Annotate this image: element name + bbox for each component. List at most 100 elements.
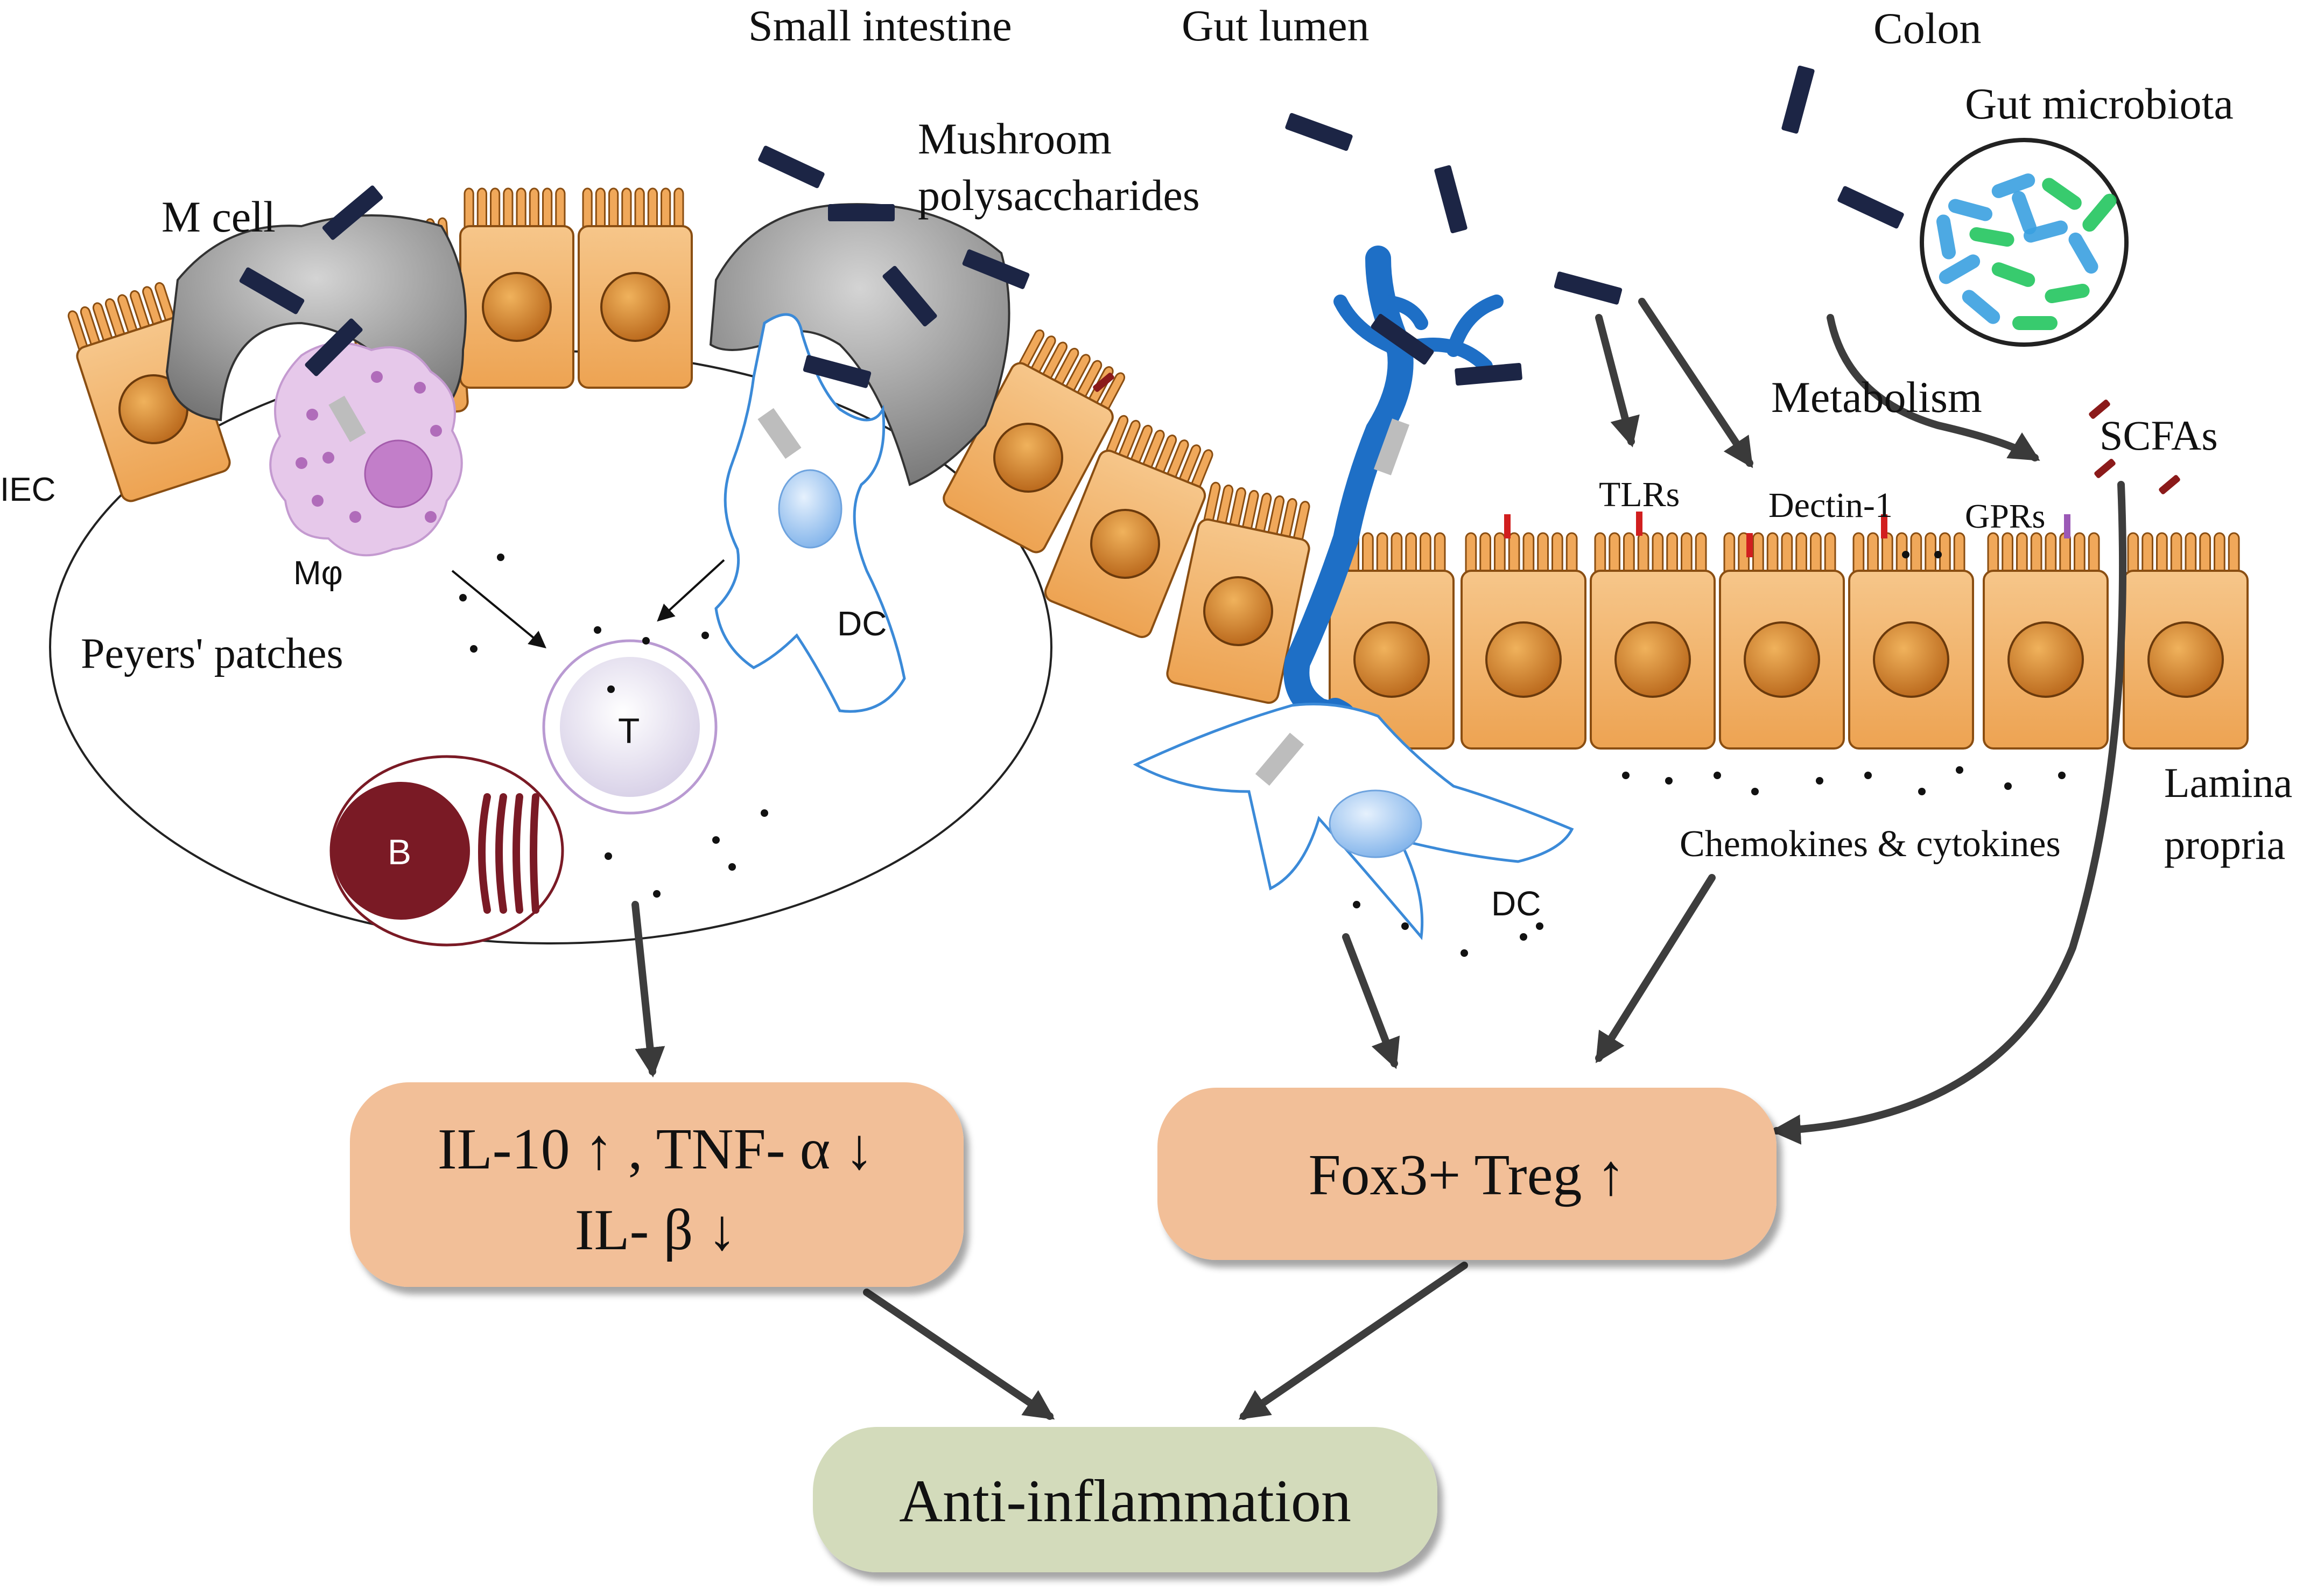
arrow-chemokines-to-treg: [1595, 874, 1716, 1063]
label-dc-right: DC: [1491, 884, 1541, 923]
granule: [371, 371, 383, 383]
label-polysaccharides: polysaccharides: [918, 171, 1200, 220]
polysaccharide-rod: [828, 204, 895, 221]
microbe: [1969, 227, 2014, 247]
signal-dot: [1665, 777, 1673, 785]
er-line: [478, 793, 491, 914]
signal-dot: [1622, 772, 1630, 779]
receptor: [1746, 533, 1753, 557]
polysaccharide-rod: [1554, 271, 1623, 305]
signal-dot: [470, 645, 478, 653]
epithelial-cell: [1719, 532, 1845, 750]
signal-dot: [1934, 551, 1942, 558]
granule: [430, 425, 442, 437]
label-peyers-patches: Peyers' patches: [81, 630, 343, 677]
microbe: [2023, 220, 2068, 243]
scfa-molecule: [2094, 459, 2116, 478]
label-gprs: GPRs: [1965, 497, 2045, 535]
label-colon: Colon: [1873, 4, 1981, 53]
epithelial-cell: [459, 187, 574, 389]
polysaccharide-rod: [1285, 113, 1353, 151]
signal-dot: [1461, 949, 1468, 957]
scfa-molecule: [1093, 373, 1114, 392]
signal-dot: [761, 809, 768, 817]
label-chemokines: Chemokines & cytokines: [1680, 823, 2061, 865]
label-gut-lumen: Gut lumen: [1182, 1, 1369, 50]
signal-dot: [1816, 777, 1823, 785]
polysaccharide-rod: [1371, 313, 1434, 365]
arrow-treg-to-outcome: [1238, 1262, 1468, 1420]
granule: [306, 409, 318, 421]
label-macrophage: Mφ: [293, 555, 343, 592]
label-small-intestine: Small intestine: [748, 1, 1012, 50]
epithelial-cell: [67, 282, 231, 502]
microbe: [2082, 193, 2117, 232]
outcome-box: [813, 1427, 1437, 1572]
er-line: [512, 793, 523, 914]
label-iec: IEC: [0, 471, 55, 508]
microbe: [2045, 283, 2090, 304]
label-metabolism: Metabolism: [1771, 373, 1982, 422]
signal-dot: [1864, 772, 1872, 779]
label-m-cell: M cell: [162, 192, 276, 241]
signal-dot: [1520, 933, 1527, 941]
flow-arrows: [631, 298, 2127, 1420]
dendritic-cell-left: [714, 313, 906, 713]
arrow-peyers-to-cytokines: [631, 901, 665, 1078]
mushroom-polysaccharide-rods: [239, 65, 1904, 388]
signal-dot: [653, 890, 661, 898]
signal-dot: [605, 852, 612, 860]
signal-dot: [1536, 922, 1543, 930]
receptor: [2064, 514, 2070, 538]
label-scfas: SCFAs: [2100, 412, 2218, 459]
receptor: [1881, 514, 1887, 538]
scfa-molecule: [2159, 475, 2180, 494]
epithelial-cell: [943, 329, 1126, 554]
cytokine-box-line1: IL-10 ↑ , TNF- α ↓: [438, 1117, 874, 1181]
signal-dot: [1353, 901, 1360, 908]
microbe: [2012, 191, 2037, 235]
polysaccharide-rod: [803, 355, 872, 388]
signal-dot: [1751, 788, 1759, 795]
label-dc-left: DC: [837, 604, 887, 643]
signal-dot: [2058, 772, 2066, 779]
treg-box: [1157, 1088, 1777, 1260]
epithelial-cell: [1044, 415, 1213, 638]
epithelial-cell: [1983, 532, 2109, 750]
signal-dot: [2004, 782, 2012, 790]
polysaccharide-rod: [882, 265, 937, 327]
microbe: [1991, 262, 2035, 287]
label-tlrs: TLRs: [1599, 475, 1680, 514]
signal-dot: [1714, 772, 1721, 779]
signal-dot: [642, 637, 650, 645]
microbe: [1991, 173, 2035, 198]
arrow-to-tlrs: [1595, 314, 1640, 447]
signal-dot: [1918, 788, 1926, 795]
receptor: [1504, 514, 1511, 538]
polysaccharide-rod: [962, 249, 1030, 289]
microbe: [2042, 178, 2082, 210]
b-cell: [329, 755, 564, 947]
signal-dot: [701, 632, 709, 639]
polysaccharide-rod: [1434, 165, 1468, 234]
cytokine-box: [350, 1082, 964, 1287]
signal-dot: [712, 836, 720, 844]
label-dectin: Dectin-1: [1768, 486, 1893, 525]
arrow-to-dectin: [1638, 298, 1753, 468]
er-line: [495, 793, 507, 914]
microbe: [1936, 214, 1956, 260]
signal-dot: [1401, 922, 1409, 930]
granule: [312, 495, 324, 507]
microbe: [2012, 316, 2058, 330]
signal-dot: [607, 685, 615, 693]
signal-dot: [1902, 551, 1909, 558]
label-mushroom: Mushroom: [918, 114, 1112, 163]
granule: [296, 457, 307, 469]
label-lamina: Lamina: [2164, 759, 2292, 806]
microbe: [1939, 254, 1981, 284]
arrow-cytokines-to-outcome: [863, 1289, 1055, 1420]
signal-dot: [594, 626, 601, 634]
arrow-dc-to-treg: [1342, 933, 1400, 1069]
polysaccharide-rod: [322, 185, 383, 240]
